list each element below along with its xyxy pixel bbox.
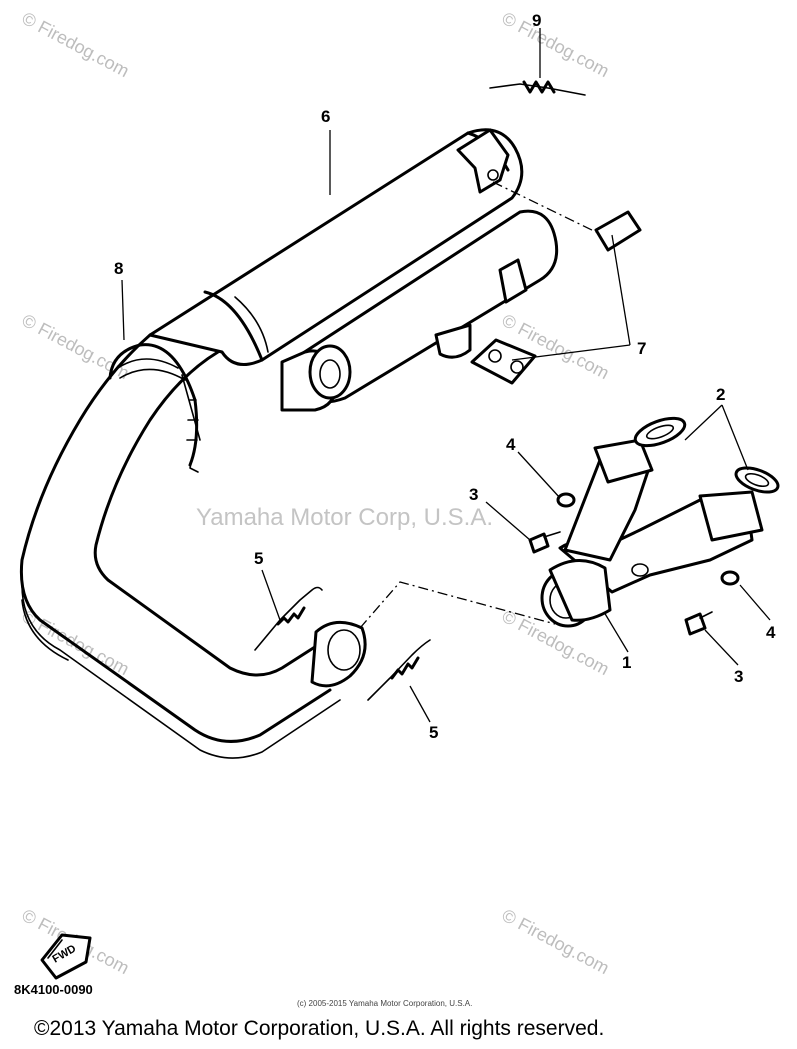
watermark-center: Yamaha Motor Corp, U.S.A.: [196, 504, 493, 531]
fwd-arrow-icon: FWD: [40, 933, 92, 980]
copyright-notice: ©2013 Yamaha Motor Corporation, U.S.A. A…: [34, 1017, 605, 1040]
muffler-body: [148, 128, 524, 366]
callout-5: 5: [254, 549, 263, 568]
muffler-canister: [280, 209, 559, 412]
callout-4: 4: [506, 435, 516, 454]
callout-7: 7: [637, 339, 646, 358]
reference-lines: [359, 181, 597, 629]
callout-3b: 3: [734, 667, 743, 686]
leader-lines: [121, 28, 771, 723]
callout-4b: 4: [766, 623, 776, 642]
callout-8: 8: [114, 259, 123, 278]
heat-wrap: [108, 343, 201, 473]
diagram-code: 8K4100-0090: [14, 982, 93, 997]
callout-3: 3: [469, 485, 478, 504]
rubber-pad: [594, 210, 642, 252]
bolts-and-washers: [528, 492, 740, 636]
callout-2: 2: [716, 385, 725, 404]
mount-plate: [470, 338, 537, 385]
exhaust-pipe: [19, 333, 341, 759]
gaskets: [633, 416, 780, 494]
callout-1: 1: [622, 653, 631, 672]
callout-6: 6: [321, 107, 330, 126]
callout-9: 9: [532, 11, 541, 30]
small-copyright: (c) 2005-2015 Yamaha Motor Corporation, …: [297, 999, 473, 1008]
callout-5b: 5: [429, 723, 438, 742]
muffler-bracket-side: [498, 258, 528, 304]
springs: [254, 80, 586, 701]
exhaust-manifold: [540, 438, 764, 628]
muffler-bracket-top: [456, 128, 510, 194]
pipe-joint: [310, 620, 367, 688]
